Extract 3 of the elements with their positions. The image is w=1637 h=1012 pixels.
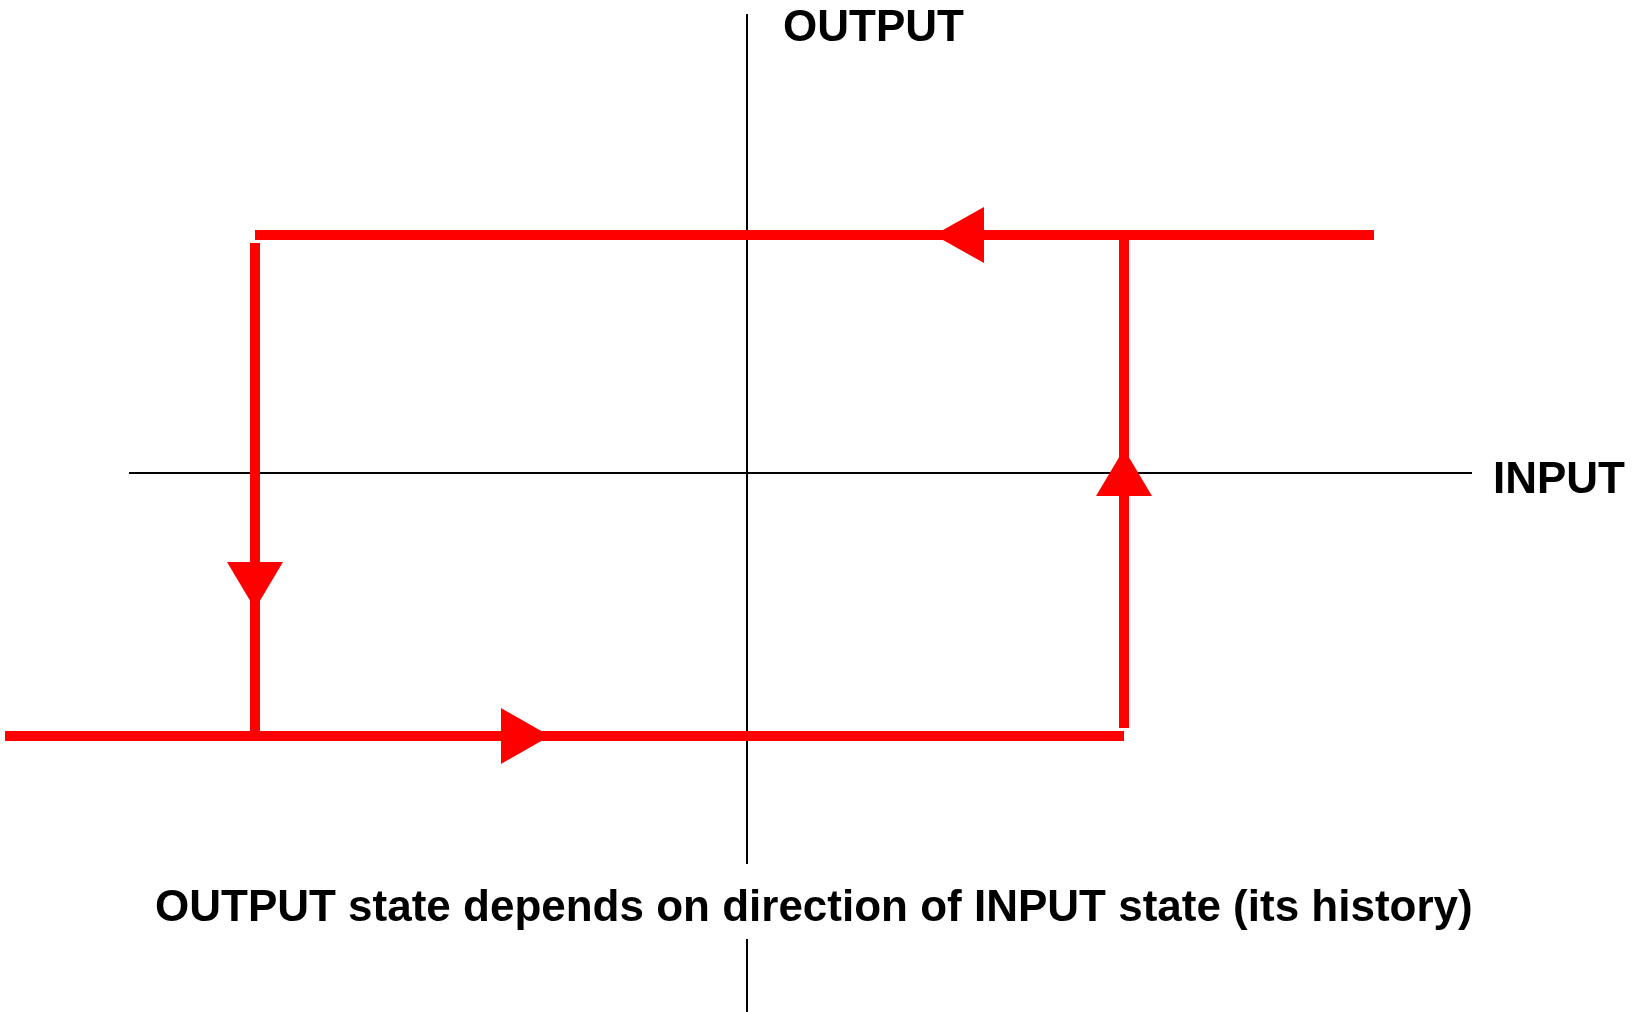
caption: OUTPUT state depends on direction of INPUT state (its history): [155, 884, 1473, 928]
axis-label: INPUT: [1493, 456, 1625, 500]
axis-label: OUTPUT: [783, 4, 964, 48]
